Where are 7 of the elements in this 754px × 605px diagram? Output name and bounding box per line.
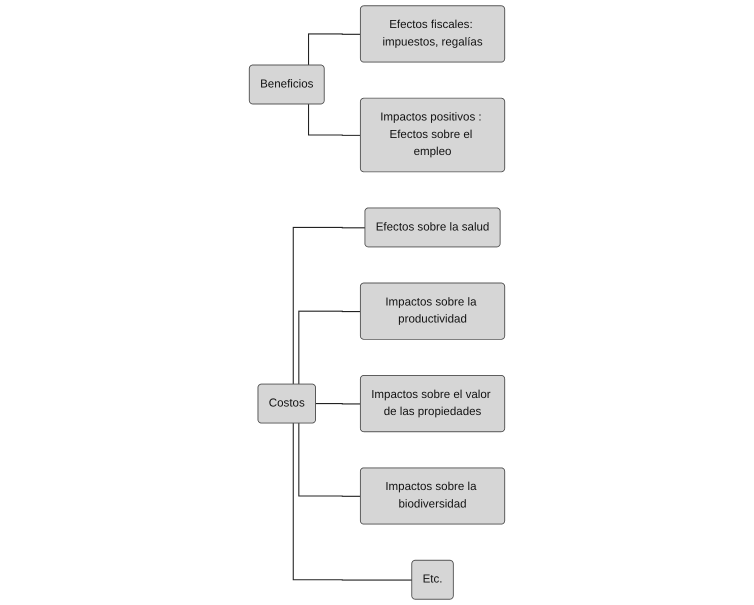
connector [298, 310, 361, 384]
connector [298, 423, 361, 497]
connector [308, 104, 361, 136]
connector [315, 403, 361, 404]
connector [292, 226, 366, 384]
connector [292, 423, 412, 581]
connector [308, 33, 361, 66]
